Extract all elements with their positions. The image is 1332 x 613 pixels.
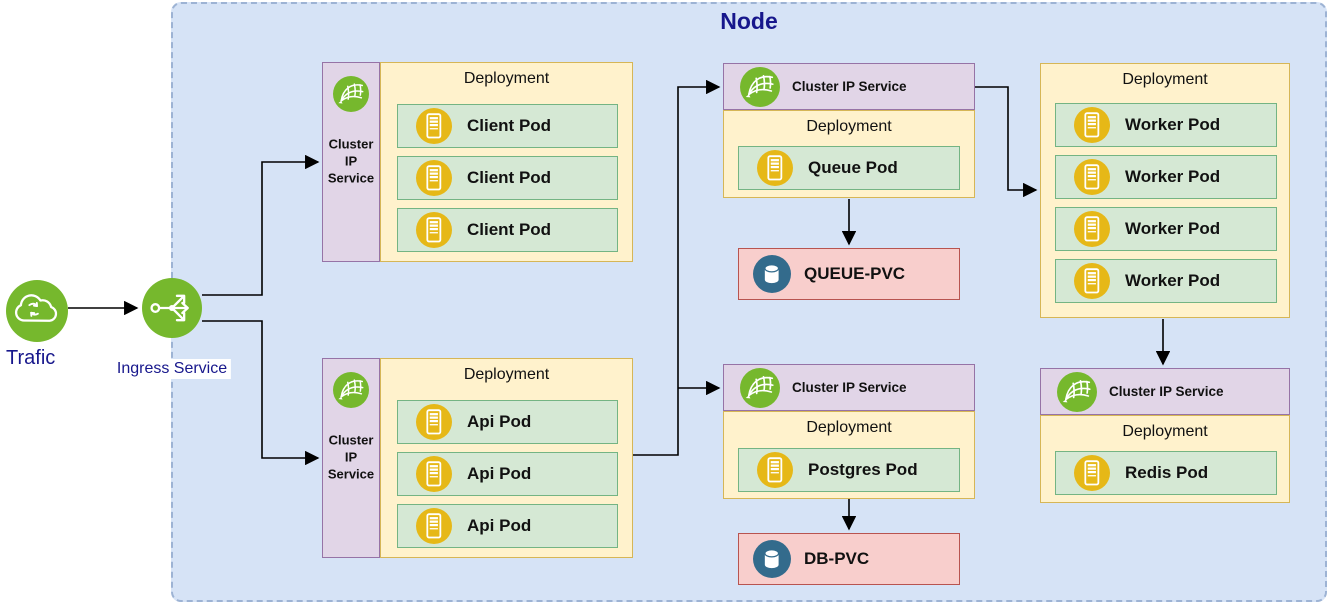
server-icon — [757, 150, 793, 186]
database-icon — [753, 255, 791, 293]
pod-label: Worker Pod — [1125, 115, 1221, 134]
mesh-icon — [333, 76, 369, 112]
api-cluster-ip-service: Cluster IP Service — [322, 358, 380, 558]
server-icon — [416, 108, 452, 144]
deployment-label: Deployment — [1122, 423, 1208, 440]
service-label: Cluster IP Service — [327, 136, 375, 186]
mesh-icon — [740, 66, 780, 107]
queue-pvc: QUEUE-PVC — [738, 248, 960, 300]
node-title: Node — [720, 8, 778, 34]
client-pod-1: Client Pod — [397, 104, 618, 148]
pod-label: Worker Pod — [1125, 167, 1221, 186]
queue-cluster-ip-service: Cluster IP Service — [723, 63, 975, 110]
pod-label: Redis Pod — [1125, 463, 1209, 482]
pod-label: Worker Pod — [1125, 271, 1221, 290]
client-pod-3: Client Pod — [397, 208, 618, 252]
worker-pod-1: Worker Pod — [1055, 103, 1277, 147]
client-cluster-ip-service: Cluster IP Service — [322, 62, 380, 262]
mesh-icon — [740, 367, 780, 408]
service-label: Cluster IP Service — [1109, 384, 1224, 399]
pod-label: Postgres Pod — [808, 460, 918, 479]
server-icon — [416, 160, 452, 196]
ingress-label: Ingress Service — [112, 359, 232, 379]
queue-pod: Queue Pod — [738, 146, 960, 190]
traffic-label: Trafic — [2, 346, 60, 371]
server-icon — [757, 452, 793, 488]
pod-label: Worker Pod — [1125, 219, 1221, 238]
pvc-label: QUEUE-PVC — [804, 264, 906, 283]
postgres-pod: Postgres Pod — [738, 448, 960, 492]
ingress-icon — [142, 278, 202, 338]
server-icon — [416, 404, 452, 440]
deployment-label: Deployment — [806, 118, 892, 135]
pod-label: Api Pod — [467, 464, 532, 483]
client-pod-2: Client Pod — [397, 156, 618, 200]
database-icon — [753, 540, 791, 578]
deployment-label: Deployment — [463, 70, 550, 87]
db-pvc: DB-PVC — [738, 533, 960, 585]
pod-label: Queue Pod — [808, 158, 898, 177]
service-label: Cluster IP Service — [327, 432, 375, 482]
server-icon — [1074, 263, 1110, 299]
server-icon — [416, 508, 452, 544]
server-icon — [1074, 107, 1110, 143]
pod-label: Api Pod — [467, 516, 532, 535]
api-pod-2: Api Pod — [397, 452, 618, 496]
mesh-icon — [333, 372, 369, 408]
server-icon — [416, 212, 452, 248]
pvc-label: DB-PVC — [804, 549, 870, 568]
cloud-icon — [6, 280, 68, 342]
deployment-label: Deployment — [806, 419, 892, 436]
service-label: Cluster IP Service — [792, 79, 907, 94]
worker-pod-2: Worker Pod — [1055, 155, 1277, 199]
server-icon — [1074, 211, 1110, 247]
pod-label: Client Pod — [467, 168, 552, 187]
server-icon — [1074, 455, 1110, 491]
pod-label: Api Pod — [467, 412, 532, 431]
api-pod-1: Api Pod — [397, 400, 618, 444]
pod-label: Client Pod — [467, 116, 552, 135]
postgres-cluster-ip-service: Cluster IP Service — [723, 364, 975, 411]
server-icon — [416, 456, 452, 492]
service-label: Cluster IP Service — [792, 380, 907, 395]
redis-pod: Redis Pod — [1055, 451, 1277, 495]
deployment-label: Deployment — [463, 366, 550, 383]
redis-cluster-ip-service: Cluster IP Service — [1040, 368, 1290, 415]
server-icon — [1074, 159, 1110, 195]
api-pod-3: Api Pod — [397, 504, 618, 548]
worker-pod-4: Worker Pod — [1055, 259, 1277, 303]
deployment-label: Deployment — [1122, 71, 1208, 88]
pod-label: Client Pod — [467, 220, 552, 239]
mesh-icon — [1057, 371, 1097, 412]
worker-pod-3: Worker Pod — [1055, 207, 1277, 251]
